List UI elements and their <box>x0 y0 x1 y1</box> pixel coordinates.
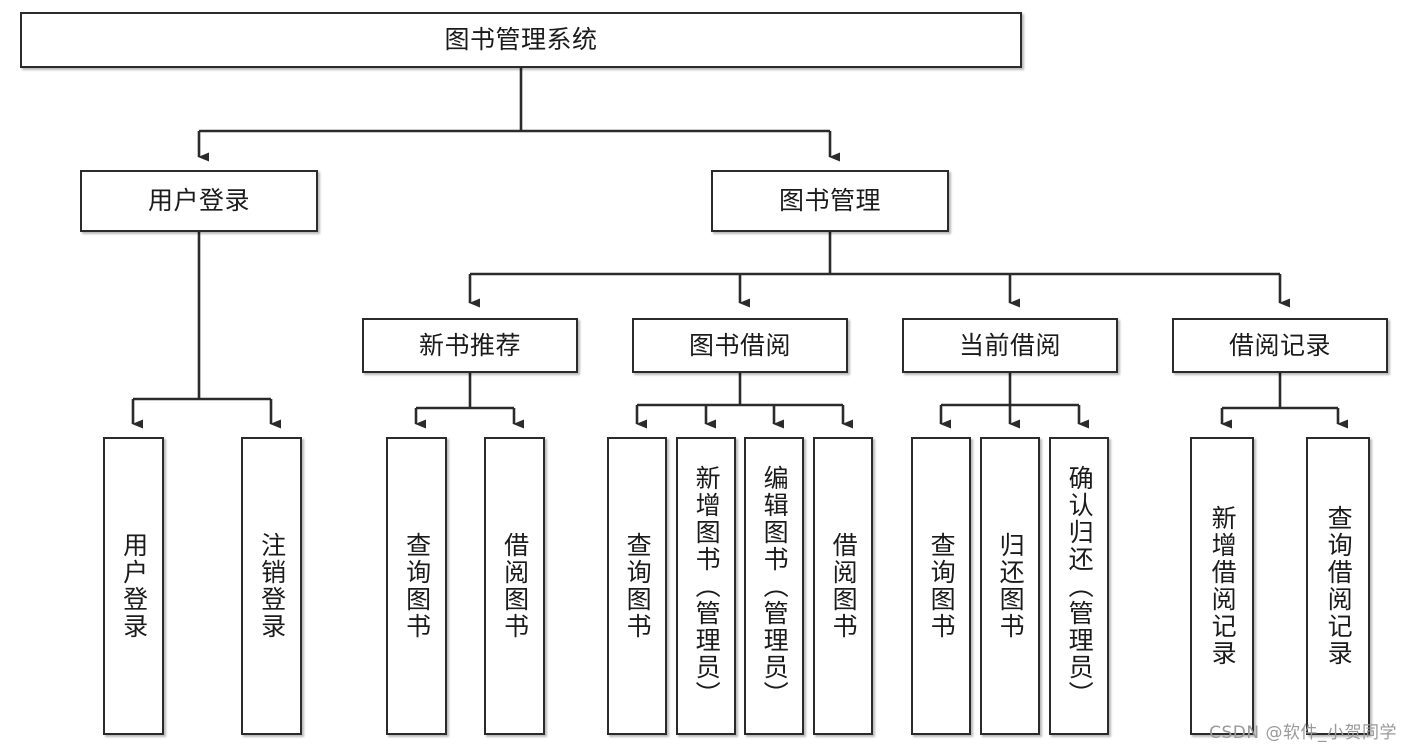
leaf-user-login-logout[interactable]: 注销登录 <box>241 437 302 735</box>
node-label: 新增图书（管理员） <box>692 464 722 708</box>
leaf-record-add-record[interactable]: 新增借阅记录 <box>1190 437 1254 735</box>
node-book-management[interactable]: 图书管理 <box>711 170 949 232</box>
node-label: 当前借阅 <box>958 330 1061 360</box>
leaf-user-login-login[interactable]: 用户登录 <box>103 437 164 735</box>
node-label: 查询图书 <box>623 532 653 640</box>
node-label: 图书借阅 <box>688 330 791 360</box>
leaf-borrow-add-book-admin[interactable]: 新增图书（管理员） <box>676 437 736 735</box>
node-label: 查询图书 <box>927 532 957 640</box>
node-label: 查询图书 <box>402 532 432 640</box>
node-label: 确认归还（管理员） <box>1065 464 1095 708</box>
node-label: 图书管理 <box>778 186 881 216</box>
node-new-book-recommend[interactable]: 新书推荐 <box>362 318 578 373</box>
node-label: 借阅图书 <box>500 532 530 640</box>
node-label: 用户登录 <box>147 186 250 216</box>
node-label: 图书管理系统 <box>444 25 598 55</box>
node-user-login[interactable]: 用户登录 <box>80 170 318 232</box>
leaf-current-query-book[interactable]: 查询图书 <box>911 437 971 735</box>
node-book-borrow[interactable]: 图书借阅 <box>632 318 848 373</box>
node-label: 新增借阅记录 <box>1208 505 1238 667</box>
node-label: 归还图书 <box>996 532 1026 640</box>
leaf-borrow-edit-book-admin[interactable]: 编辑图书（管理员） <box>744 437 804 735</box>
leaf-borrow-borrow-book[interactable]: 借阅图书 <box>813 437 873 735</box>
node-label: 查询借阅记录 <box>1324 505 1354 667</box>
leaf-recommend-borrow-book[interactable]: 借阅图书 <box>484 437 545 735</box>
node-label: 借阅图书 <box>829 532 859 640</box>
leaf-current-return-book[interactable]: 归还图书 <box>980 437 1040 735</box>
node-label: 用户登录 <box>119 532 149 640</box>
node-label: 编辑图书（管理员） <box>760 464 790 708</box>
node-current-borrow[interactable]: 当前借阅 <box>902 318 1118 373</box>
node-label: 新书推荐 <box>418 330 521 360</box>
leaf-record-query-record[interactable]: 查询借阅记录 <box>1306 437 1370 735</box>
node-label: 注销登录 <box>257 532 287 640</box>
leaf-recommend-query-book[interactable]: 查询图书 <box>386 437 447 735</box>
node-borrow-record[interactable]: 借阅记录 <box>1172 318 1388 373</box>
csdn-watermark: CSDN @软件_小贺同学 <box>1209 723 1397 743</box>
node-label: 借阅记录 <box>1228 330 1331 360</box>
leaf-current-confirm-return-admin[interactable]: 确认归还（管理员） <box>1049 437 1109 735</box>
node-root-system[interactable]: 图书管理系统 <box>20 12 1022 68</box>
leaf-borrow-query-book[interactable]: 查询图书 <box>607 437 667 735</box>
